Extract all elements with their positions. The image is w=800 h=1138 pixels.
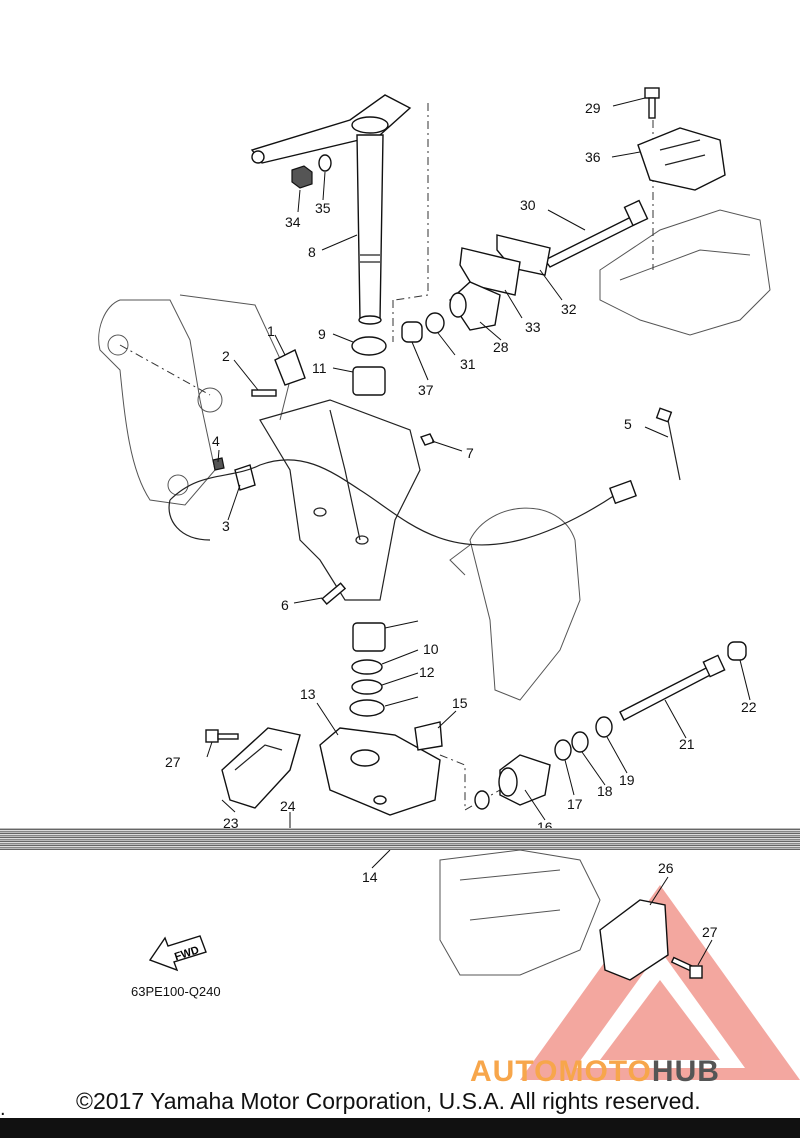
stopper-15: [414, 721, 443, 751]
part-label: 24: [280, 798, 296, 814]
washer-small-16: [474, 790, 490, 810]
part-label: 9: [318, 326, 326, 342]
watermark-text: AUTOMOTOHUB: [470, 1055, 720, 1089]
wire-lead: [168, 459, 637, 546]
part-label: 28: [493, 339, 509, 355]
plate-33: [459, 247, 521, 296]
part-label: 22: [741, 699, 757, 715]
centerline-lower: [439, 754, 501, 811]
lower-unit-ghost: [439, 849, 601, 976]
collar-37: [401, 321, 423, 343]
bolt-6: [321, 582, 347, 605]
engine-mount-36: [637, 127, 726, 191]
part-label: 30: [520, 197, 536, 213]
centerline-steering: [392, 103, 429, 342]
washer-35: [318, 154, 332, 172]
bolt-21: [619, 654, 726, 721]
part-label: 29: [585, 100, 601, 116]
part-label: 36: [585, 149, 601, 165]
mount-rubber-28: [449, 281, 501, 331]
part-label: 27: [702, 924, 718, 940]
washer-9-upper: [351, 336, 387, 356]
part-label: 23: [223, 815, 239, 831]
screw-4: [212, 457, 225, 471]
damper-16: [498, 754, 551, 806]
fwd-arrow: FWD: [148, 935, 207, 972]
part-label: 26: [658, 860, 674, 876]
part-label: 17: [567, 796, 583, 812]
copyright-notice: ©2017 Yamaha Motor Corporation, U.S.A. A…: [76, 1088, 701, 1114]
part-label: 12: [419, 664, 435, 680]
page-edge-mark: .: [0, 1098, 6, 1120]
part-label: 1: [267, 323, 275, 339]
part-label: 7: [466, 445, 474, 461]
part-label: 18: [597, 783, 613, 799]
steering-shaft: [250, 94, 412, 325]
washer-17: [554, 739, 572, 761]
cover-23: [221, 727, 301, 809]
screw-2: [251, 389, 277, 397]
part-label: 21: [679, 736, 695, 752]
bolt-27-right: [670, 956, 703, 979]
washer-12: [351, 679, 383, 695]
bolt-30: [543, 199, 649, 268]
part-label: 13: [300, 686, 316, 702]
cable-tie-5: [655, 407, 681, 481]
oil-pan-ghost: [599, 209, 771, 336]
watermark-part1: AUTOMOTO: [470, 1055, 652, 1088]
part-label: 2: [222, 348, 230, 364]
steering-bracket-13: [319, 727, 441, 816]
part-label: 34: [285, 214, 301, 230]
bushing-11-lower: [352, 622, 386, 652]
watermark-part2: HUB: [651, 1055, 720, 1088]
seal-10: [351, 659, 383, 675]
part-label: 14: [362, 869, 378, 885]
washer-18: [571, 731, 589, 753]
watermark-triangle-logo: [520, 885, 800, 1080]
part-label: 33: [525, 319, 541, 335]
part-label: 31: [460, 356, 476, 372]
part-label: 4: [212, 433, 220, 449]
part-label: 6: [281, 597, 289, 613]
part-label: 32: [561, 301, 577, 317]
bushing-11-upper: [352, 366, 386, 396]
bolt-27-left: [205, 729, 239, 743]
washer-19: [595, 716, 613, 738]
washer-31: [425, 312, 445, 334]
cover-26: [599, 899, 669, 981]
part-label: 3: [222, 518, 230, 534]
centerline-pin: [119, 344, 211, 396]
nut-22: [727, 641, 747, 661]
clamp-bracket-ghost: [449, 507, 581, 701]
part-label: 10: [423, 641, 439, 657]
part-label: 15: [452, 695, 468, 711]
part-label: 8: [308, 244, 316, 260]
nut-7: [420, 433, 435, 446]
clamp-1: [274, 349, 306, 386]
part-label: 19: [619, 772, 635, 788]
part-label: 11: [312, 360, 327, 376]
bolt-29: [644, 87, 660, 119]
part-label: 35: [315, 200, 331, 216]
diagram-code: 63PE100-Q240: [131, 984, 221, 999]
bottom-bar: [0, 1118, 800, 1138]
leader-lines: [206, 97, 751, 966]
part-label: 27: [165, 754, 181, 770]
part-labels: 1 2 3 4 5 6 7 8 9 10 11 12 13 14 15 16 1…: [165, 100, 757, 940]
nut-34: [291, 165, 313, 189]
scan-artifact-band: [0, 828, 800, 850]
washer-9-lower: [349, 699, 385, 717]
swivel-bracket-ghost: [98, 294, 291, 506]
part-label: 5: [624, 416, 632, 432]
swivel-housing: [259, 399, 421, 601]
part-label: 37: [418, 382, 434, 398]
